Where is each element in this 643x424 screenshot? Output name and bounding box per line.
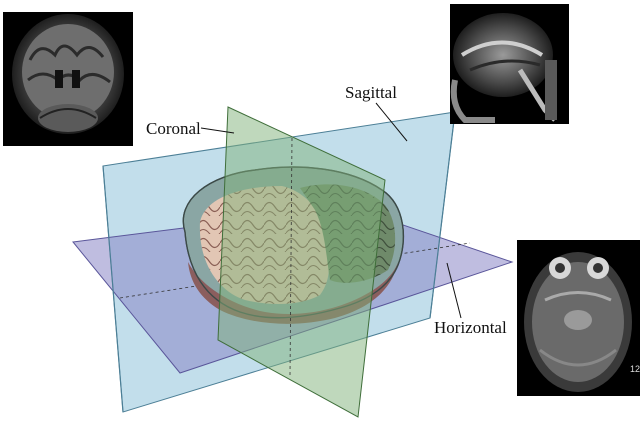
mri-sagittal-image bbox=[450, 4, 569, 124]
coronal-plane bbox=[217, 106, 386, 418]
horizontal-leader bbox=[446, 262, 462, 319]
horizontal-plane-dash bbox=[119, 242, 471, 299]
sagittal-leader bbox=[375, 102, 408, 142]
sagittal-label: Sagittal bbox=[345, 83, 397, 102]
coronal-leader bbox=[200, 127, 235, 134]
axial-slice-number: 12 bbox=[630, 364, 640, 374]
mri-coronal-image bbox=[3, 12, 133, 146]
horizontal-label: Horizontal bbox=[434, 318, 507, 337]
mri-axial-image: 12 bbox=[517, 240, 640, 396]
coronal-label: Coronal bbox=[146, 119, 201, 138]
